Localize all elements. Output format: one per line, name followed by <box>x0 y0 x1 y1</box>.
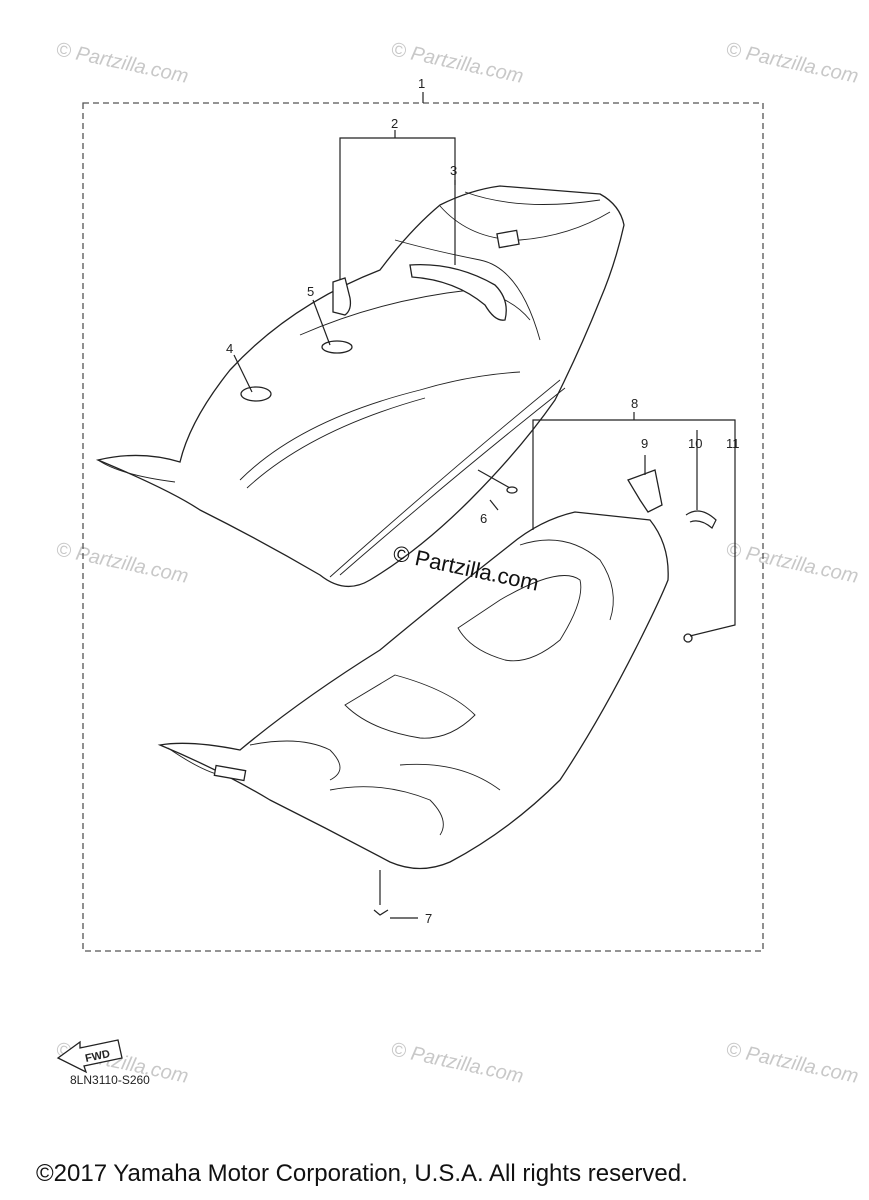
seat-base-assembly <box>157 511 669 870</box>
seat-slot <box>240 386 272 402</box>
grab-strap <box>409 264 507 321</box>
small-parts <box>373 469 717 916</box>
seat-strap-tab <box>332 277 352 316</box>
callout-4: 4 <box>226 341 233 356</box>
bracket <box>627 469 663 513</box>
callout-2: 2 <box>391 116 398 131</box>
watermark: © Partzilla.com <box>389 38 525 88</box>
pin <box>477 469 511 489</box>
watermark: © Partzilla.com <box>389 1038 525 1088</box>
callout-3: 3 <box>450 163 457 178</box>
callout-labels: 1 2 3 4 5 6 7 8 9 10 11 <box>226 76 740 926</box>
leader-lines <box>233 92 736 919</box>
fwd-label: FWD <box>84 1048 111 1065</box>
callout-7: 7 <box>425 911 432 926</box>
watermark: © Partzilla.com <box>724 1038 860 1088</box>
copyright-notice: ©2017 Yamaha Motor Corporation, U.S.A. A… <box>36 1160 688 1187</box>
callout-5: 5 <box>307 284 314 299</box>
callout-11: 11 <box>726 436 740 451</box>
fastener <box>373 909 389 916</box>
watermark: © Partzilla.com <box>54 38 190 88</box>
callout-6: 6 <box>480 511 487 526</box>
watermark: © Partzilla.com <box>724 538 860 588</box>
callout-10: 10 <box>688 436 702 451</box>
callout-9: 9 <box>641 436 648 451</box>
callout-1: 1 <box>418 76 425 91</box>
seat-slot <box>321 340 353 354</box>
watermark: © Partzilla.com <box>724 38 860 88</box>
callout-8: 8 <box>631 396 638 411</box>
fwd-arrow-icon: FWD <box>56 1039 123 1074</box>
diagram-code: 8LN3110-S260 <box>70 1073 150 1087</box>
seat-top-assembly <box>95 185 625 587</box>
watermark: © Partzilla.com <box>54 538 190 588</box>
clip <box>685 510 717 529</box>
